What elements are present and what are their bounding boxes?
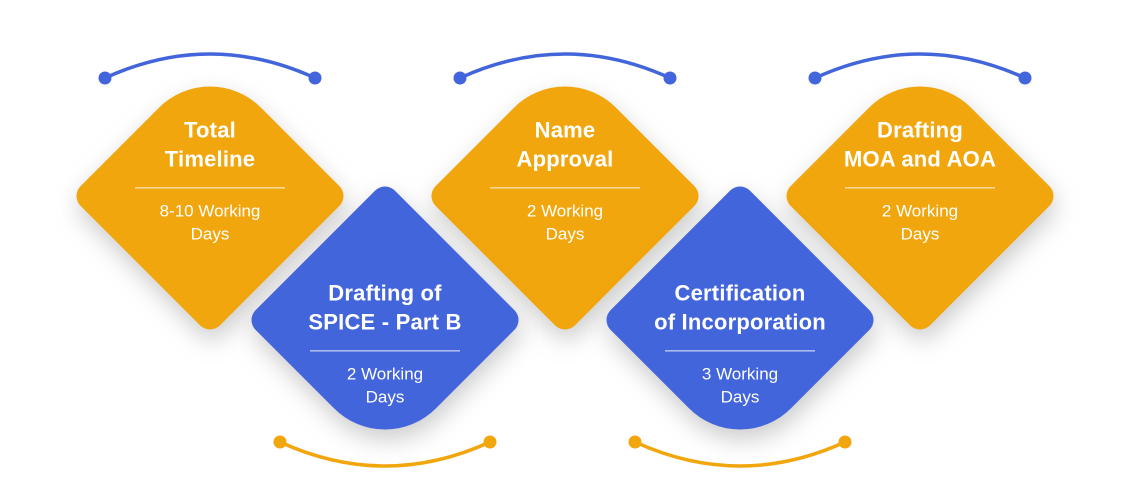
arc-dot-right [483, 435, 497, 449]
arc-line [813, 52, 1027, 80]
step-content: Drafting MOA and AOA 2 Working Days [813, 115, 1027, 246]
connector-arc [98, 52, 322, 85]
step-total-timeline: Total Timeline 8-10 Working Days [70, 52, 350, 336]
arc-dot-left [98, 71, 112, 85]
step-duration: 2 Working Days [881, 201, 959, 244]
step-content: Name Approval 2 Working Days [458, 115, 672, 246]
divider-line [665, 350, 815, 352]
arc-dot-left [808, 71, 822, 85]
step-title: Total Timeline [164, 116, 256, 172]
divider-line [135, 187, 285, 189]
arc-line [103, 52, 317, 80]
step-drafting-moa-aoa: Drafting MOA and AOA 2 Working Days [780, 52, 1060, 336]
arc-dot-right [1018, 71, 1032, 85]
connector-arc [273, 435, 497, 468]
connector-arc [808, 52, 1032, 85]
divider-line [490, 187, 640, 189]
step-drafting-spice-part-b: Drafting of SPICE - Part B 2 Working Day… [245, 180, 525, 468]
step-duration: 2 Working Days [346, 364, 424, 407]
step-title: Drafting of SPICE - Part B [308, 280, 462, 335]
arc-dot-left [453, 71, 467, 85]
arc-line [458, 52, 672, 80]
connector-arc [628, 435, 852, 468]
arc-dot-right [308, 71, 322, 85]
connector-arc [453, 52, 677, 85]
arc-line [633, 440, 847, 468]
arc-dot-left [628, 435, 642, 449]
step-title: Drafting MOA and AOA [843, 116, 997, 172]
arc-dot-right [838, 435, 852, 449]
step-title: Certification of Incorporation [654, 280, 826, 335]
step-name-approval: Name Approval 2 Working Days [425, 52, 705, 336]
step-content: Certification of Incorporation 3 Working… [633, 278, 847, 409]
arc-line [278, 440, 492, 468]
arc-dot-left [273, 435, 287, 449]
step-duration: 8-10 Working Days [159, 201, 261, 244]
divider-line [310, 350, 460, 352]
step-content: Drafting of SPICE - Part B 2 Working Day… [278, 278, 492, 409]
step-title: Name Approval [516, 116, 614, 172]
step-content: Total Timeline 8-10 Working Days [103, 115, 317, 246]
divider-line [845, 187, 995, 189]
arc-dot-right [663, 71, 677, 85]
step-certification-of-incorporation: Certification of Incorporation 3 Working… [600, 180, 880, 468]
step-duration: 3 Working Days [701, 364, 779, 407]
step-duration: 2 Working Days [526, 201, 604, 244]
